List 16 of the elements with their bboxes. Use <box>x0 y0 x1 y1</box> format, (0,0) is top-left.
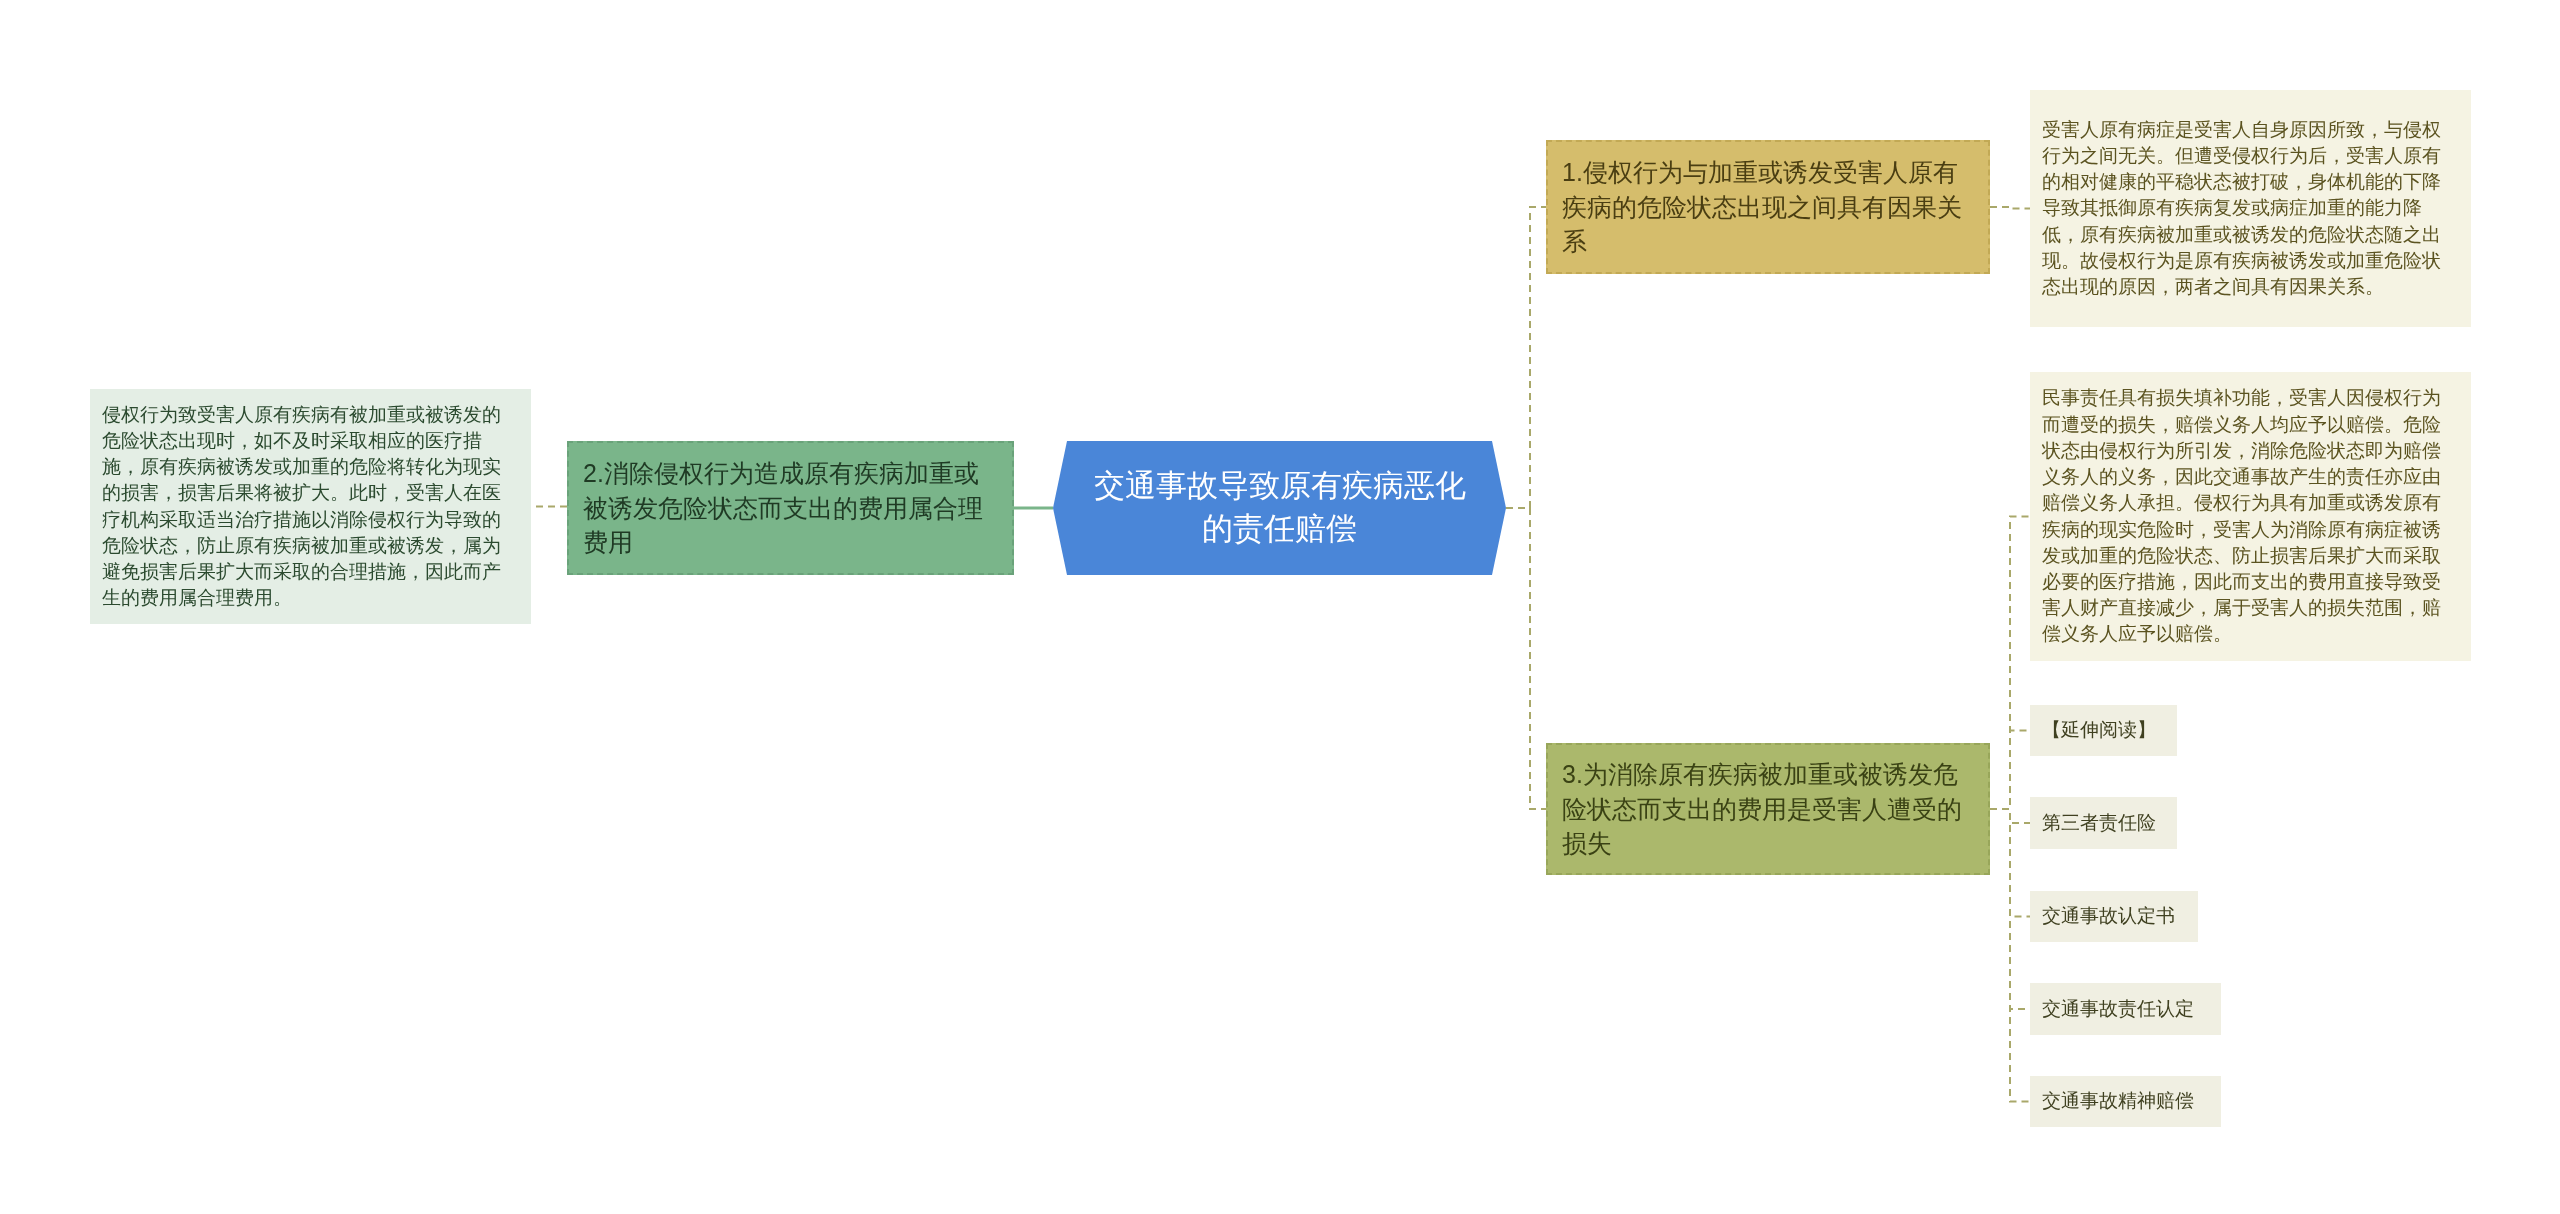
connector <box>1989 808 2031 1103</box>
branch-box: 3.为消除原有疾病被加重或被诱发危险状态而支出的费用是受害人遭受的损失 <box>1546 743 1990 875</box>
tag-box: 交通事故认定书 <box>2030 891 2198 942</box>
note-box: 受害人原有病症是受害人自身原因所致，与侵权行为之间无关。但遭受侵权行为后，受害人原有的相对健康的平稳状态被打破，身体机能的下降导致其抵御原有疾病复发或病症加重的能力降低，原有疾病被加重或被诱发的危险状态随之出现。故侵权行为是原有疾病被诱发或加重危险状态出现的原因，两者之间具有因果关系。 <box>2030 90 2471 327</box>
tag-box: 第三者责任险 <box>2030 797 2177 849</box>
tag-box: 交通事故责任认定 <box>2030 983 2221 1035</box>
connector <box>1014 506 1053 510</box>
branch-box: 2.消除侵权行为造成原有疾病加重或被诱发危险状态而支出的费用属合理费用 <box>567 441 1014 575</box>
connector <box>1989 206 2031 210</box>
note-box: 侵权行为致受害人原有疾病有被加重或被诱发的危险状态出现时，如不及时采取相应的医疗措施，原有疾病被诱发或加重的危险将转化为现实的损害，损害后果将被扩大。此时，受害人在医疗机构采取适当治疗措施以消除侵权行为导致的危险状态，防止原有疾病被加重或被诱发，属为避免损害后果扩大而采取的合理措施，因此而产生的费用属合理费用。 <box>90 389 531 624</box>
connector <box>1505 507 1547 810</box>
note-box: 民事责任具有损失填补功能，受害人因侵权行为而遭受的损失，赔偿义务人均应予以赔偿。危险状态由侵权行为所引发，消除危险状态即为赔偿义务人的义务，因此交通事故产生的责任亦应由赔偿义务人承担。侵权行为具有加重或诱发原有疾病的现实危险时，受害人为消除原有病症被诱发或加重的危险状态、防止损害后果扩大而采取必要的医疗措施，因此而支出的费用直接导致受害人财产直接减少，属于受害人的损失范围，赔偿义务人应予以赔偿。 <box>2030 372 2471 661</box>
tag-box: 【延伸阅读】 <box>2030 705 2177 756</box>
topic-hexagon: 交通事故导致原有疾病恶化的责任赔偿 <box>1053 441 1506 575</box>
branch-box: 1.侵权行为与加重或诱发受害人原有疾病的危险状态出现之间具有因果关系 <box>1546 140 1990 274</box>
tag-box: 交通事故精神赔偿 <box>2030 1076 2221 1127</box>
